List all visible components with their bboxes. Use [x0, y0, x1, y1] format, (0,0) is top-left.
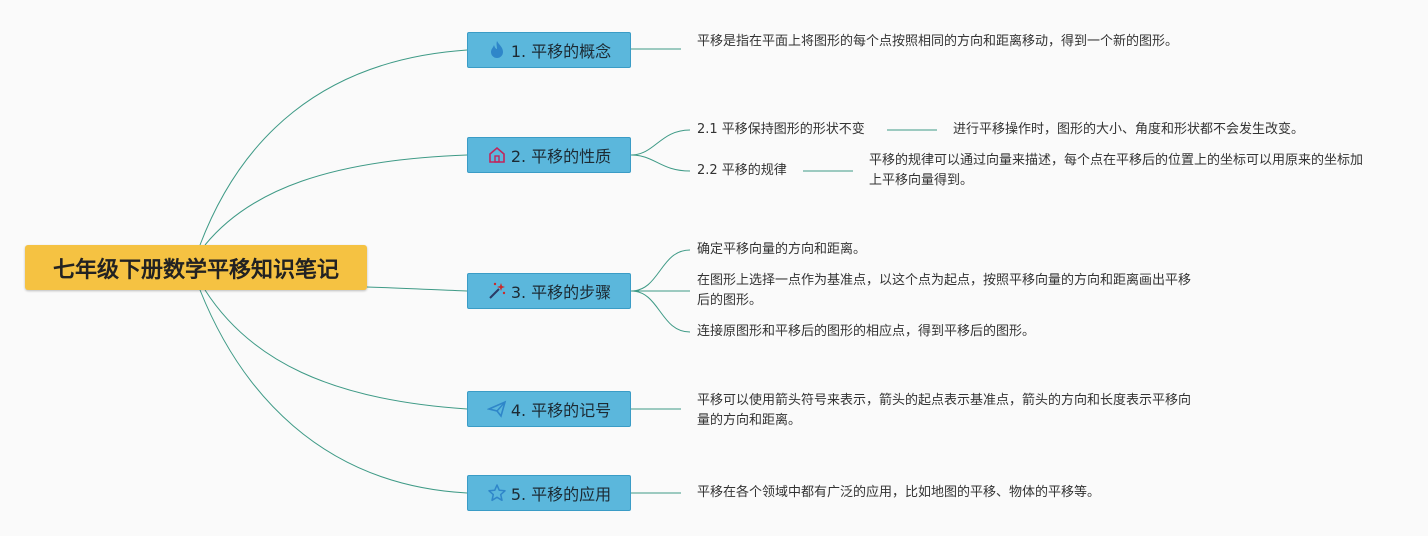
- branch-label: 2. 平移的性质: [510, 147, 612, 166]
- paper-plane-icon: [486, 399, 507, 419]
- branch-label: 1. 平移的概念: [510, 42, 612, 61]
- leaf-concept-text: 平移是指在平面上将图形的每个点按照相同的方向和距离移动，得到一个新的图形。: [697, 34, 1179, 49]
- root-topic[interactable]: 七年级下册数学平移知识笔记: [25, 245, 367, 290]
- connector-branch-3-leaf-1: [630, 249, 691, 292]
- leaf-properties-shape: 2.1 平移保持图形的形状不变: [697, 122, 865, 137]
- fire-icon: [487, 40, 507, 60]
- leaf-notation-text: 平移可以使用箭头符号来表示，箭头的起点表示基准点，箭头的方向和长度表示平移向量的…: [697, 393, 1192, 428]
- leaf-properties-shape-detail: 进行平移操作时，图形的大小、角度和形状都不会发生改变。: [953, 122, 1305, 137]
- connector-branch-2-leaf-2: [630, 154, 691, 172]
- magic-wand-icon: [487, 281, 507, 301]
- leaf-properties-rule: 2.2 平移的规律: [697, 163, 787, 178]
- branch-label: 3. 平移的步骤: [510, 283, 612, 302]
- connector-root-branch-2: [204, 154, 468, 246]
- leaf-applications-text: 平移在各个领域中都有广泛的应用，比如地图的平移、物体的平移等。: [697, 485, 1101, 500]
- connector-root-branch-3: [366, 286, 468, 292]
- branch-label: 4. 平移的记号: [510, 401, 612, 420]
- home-icon: [487, 145, 507, 165]
- branch-steps[interactable]: 3. 平移的步骤: [467, 273, 631, 309]
- leaf-steps-2: 在图形上选择一点作为基准点，以这个点为起点，按照平移向量的方向和距离画出平移后的…: [697, 273, 1192, 308]
- connector-root-branch-4: [204, 289, 468, 410]
- leaf-steps-3: 连接原图形和平移后的图形的相应点，得到平移后的图形。: [697, 324, 1036, 339]
- leaf-steps-1: 确定平移向量的方向和距离。: [697, 242, 867, 257]
- star-icon: [487, 483, 507, 503]
- branch-label: 5. 平移的应用: [510, 485, 612, 504]
- leaf-properties-rule-detail: 平移的规律可以通过向量来描述，每个点在平移后的位置上的坐标可以用原来的坐标加上平…: [869, 153, 1364, 188]
- connector-branch-2-leaf-1: [630, 129, 691, 156]
- connector-branch-3-leaf-3: [630, 290, 691, 333]
- connector-root-branch-5: [199, 289, 468, 494]
- branch-properties[interactable]: 2. 平移的性质: [467, 137, 631, 173]
- root-title: 七年级下册数学平移知识笔记: [52, 257, 339, 283]
- branch-notation[interactable]: 4. 平移的记号: [467, 391, 631, 427]
- branch-applications[interactable]: 5. 平移的应用: [467, 475, 631, 511]
- branch-concept[interactable]: 1. 平移的概念: [467, 32, 631, 68]
- connector-root-branch-1: [199, 49, 468, 246]
